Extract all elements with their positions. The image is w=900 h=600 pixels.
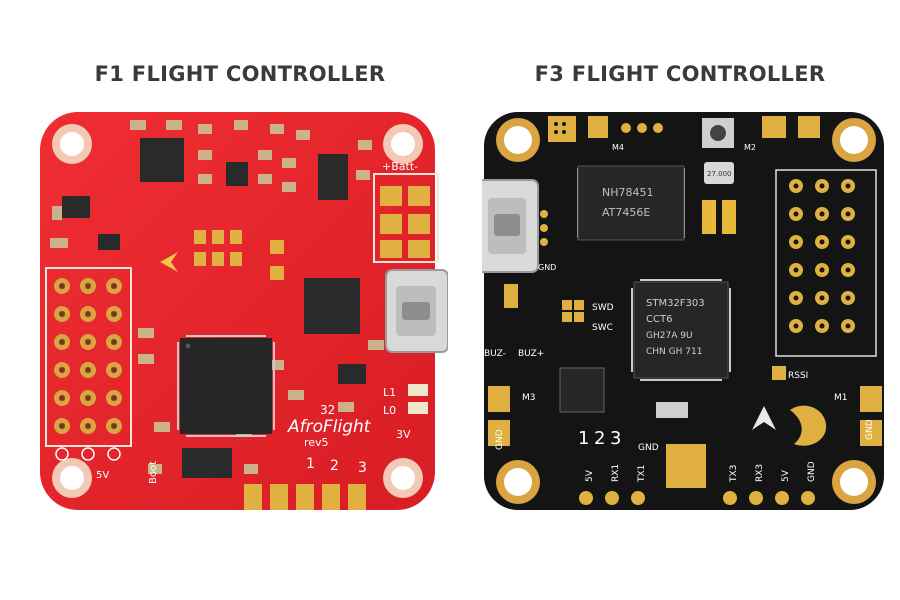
f1-battery-pads: +Batt-	[373, 160, 439, 263]
f1-leds: L1 L0	[383, 384, 428, 417]
f1-mounting-holes	[52, 124, 423, 498]
f1-receiver-pads	[244, 484, 366, 510]
f3-logo	[752, 405, 827, 446]
f3-m2-label: M2	[744, 143, 756, 152]
f3-gnd-label-left: GND	[538, 263, 556, 272]
f3-top-holes	[621, 123, 663, 133]
f1-ch2-label: 2	[330, 458, 339, 474]
f1-version-label: rev5	[304, 436, 329, 449]
f1-pcb	[40, 112, 435, 510]
f3-crystal-label: 27.000	[707, 170, 732, 178]
f3-ch-number-3: 3	[610, 428, 621, 449]
f3-gnd-label-right: GND	[865, 419, 875, 440]
f3-osd-label-2: AT7456E	[602, 206, 650, 219]
f1-ch1-label: 1	[306, 456, 315, 472]
f1-brand-label: AfroFlight	[287, 417, 372, 437]
f3-capacitors	[702, 200, 736, 234]
f3-top-pads	[548, 116, 820, 142]
f1-5v-label: 5V	[96, 470, 109, 481]
f3-rssi-label: RSSI	[788, 371, 808, 381]
f3-ch-number-1: 1	[578, 428, 589, 449]
f3-gnd-label-bottom: GND	[638, 443, 659, 453]
f3-rx1-label: RX1	[611, 464, 621, 482]
f3-m3-label: M3	[522, 393, 536, 403]
f3-m4-label: M4	[612, 143, 624, 152]
f3-buz-plus-label: BUZ+	[518, 349, 544, 359]
f3-mcu-line1: STM32F303	[646, 298, 705, 309]
f3-mounting-holes	[496, 118, 876, 504]
f3-title: F3 FLIGHT CONTROLLER	[534, 62, 826, 86]
f1-l0-label: L0	[383, 404, 396, 417]
f1-model-label: 32	[320, 403, 335, 417]
f3-ch-number-2: 2	[594, 428, 605, 449]
f3-crystal: 27.000	[704, 162, 734, 184]
f3-sensor-chip	[559, 367, 605, 413]
f3-swd-label: SWD	[592, 303, 614, 313]
f3-buz-minus-label: BUZ-	[484, 349, 506, 359]
f1-l1-label: L1	[383, 386, 396, 399]
f3-rx3-label: RX3	[755, 464, 765, 482]
f3-small-chip	[656, 402, 688, 418]
f1-title: F1 FLIGHT CONTROLLER	[94, 62, 386, 86]
f3-bottom-pins	[579, 491, 815, 505]
f3-osd-chip: NH78451 AT7456E	[577, 165, 685, 241]
f3-swc-label: SWC	[592, 323, 613, 333]
f3-5v-label-right: 5V	[781, 469, 791, 482]
f3-tx3-label: TX3	[729, 465, 739, 483]
f1-small-chips	[62, 138, 366, 478]
f3-button	[702, 118, 734, 148]
f1-gold-pads	[194, 230, 284, 280]
f3-rssi-pad: RSSI	[772, 366, 808, 381]
f1-ch3-label: 3	[358, 460, 367, 476]
f1-batt-label: +Batt-	[382, 160, 418, 173]
f3-mcu-line4: CHN GH 711	[646, 347, 702, 357]
f3-right-pads	[860, 386, 882, 446]
f3-osd-label-1: NH78451	[602, 186, 654, 199]
f3-gnd-label-bl: GND	[495, 429, 505, 450]
f3-mcu-chip: STM32F303 CCT6 GH27A 9U CHN GH 711	[631, 279, 731, 381]
f3-left-pads	[488, 210, 584, 446]
f3-pin-grid	[775, 169, 877, 357]
f1-3v-label: 3V	[396, 428, 411, 441]
f3-gnd-label-br: GND	[807, 461, 817, 482]
f3-tx1-label: TX1	[637, 465, 647, 483]
f3-mcu-line2: CCT6	[646, 314, 672, 325]
f3-board-image: NH78451 AT7456E 27.000	[482, 112, 884, 510]
f3-m1-label: M1	[834, 393, 848, 403]
f3-bottom-pad-block	[666, 444, 706, 488]
f1-board-image: +Batt- L1 L0 3V 32 AfroFlight rev5 1 2 3…	[40, 112, 448, 510]
f1-pin-header	[45, 267, 132, 461]
f1-direction-arrow	[160, 252, 178, 272]
f1-usb-port	[385, 269, 448, 353]
f3-mcu-line3: GH27A 9U	[646, 331, 693, 341]
f3-5v-label: 5V	[585, 469, 595, 482]
f1-boot-label: Boot	[148, 461, 159, 484]
f1-mcu-chip	[177, 335, 275, 437]
f3-usb-port	[482, 179, 539, 273]
